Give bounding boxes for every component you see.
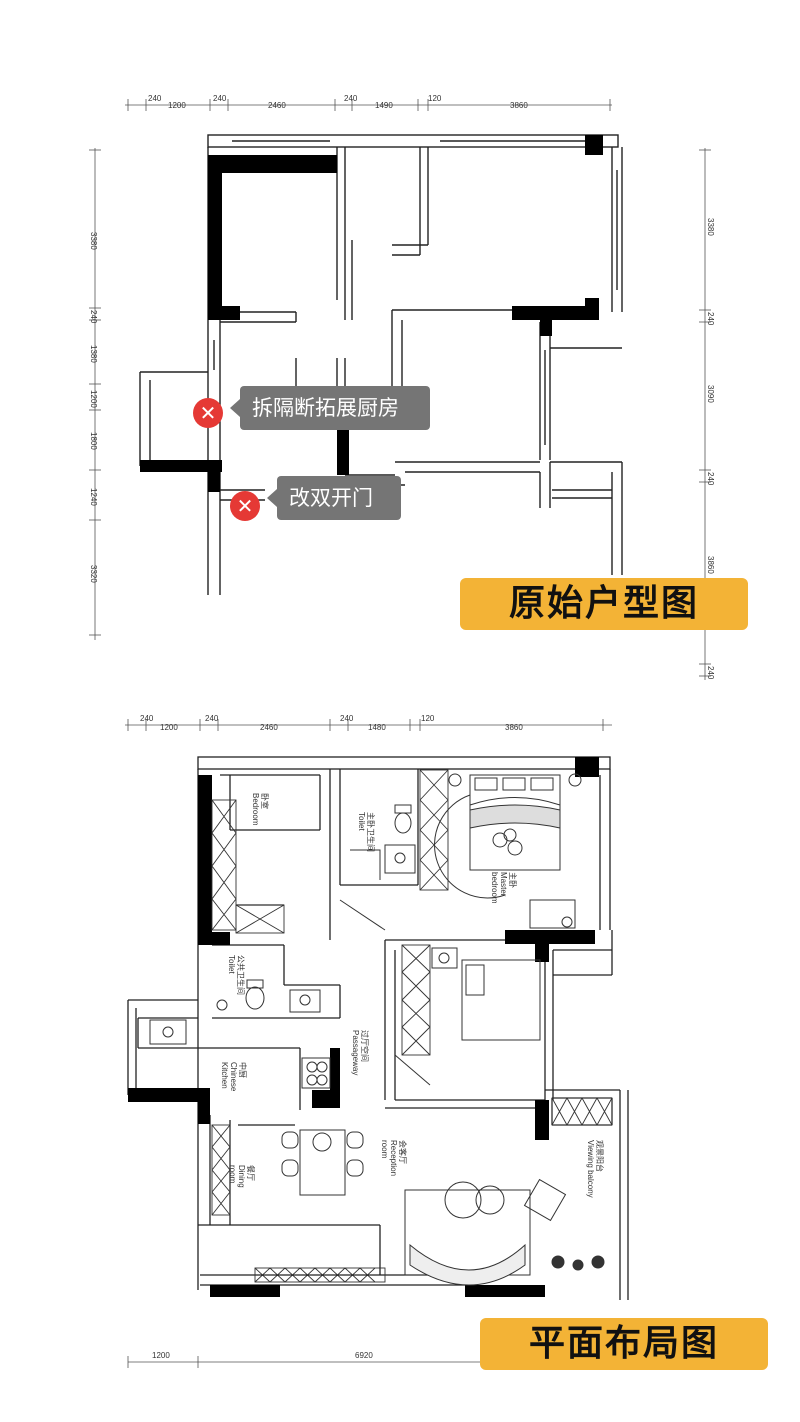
layout-plan-badge: 平面布局图: [480, 1318, 768, 1370]
svg-text:主卧: 主卧: [508, 872, 518, 888]
bottom-top-dim-8: 3860: [505, 723, 523, 732]
layout-plan-structural-walls: [128, 757, 599, 1297]
svg-text:Chinese: Chinese: [229, 1062, 238, 1092]
bottom-top-dim-3: 240: [205, 714, 219, 723]
bottom-top-dim-6: 1480: [368, 723, 386, 732]
remove-partition-x-icon: ✕: [193, 398, 223, 428]
top-dim-8: 3860: [510, 101, 528, 110]
top-dim-2: 1200: [168, 101, 186, 110]
svg-text:卧室: 卧室: [260, 793, 270, 809]
right-dim-2: 240: [706, 312, 715, 326]
bottom-dim-2: 6920: [355, 1351, 373, 1360]
svg-text:Reception: Reception: [389, 1140, 398, 1176]
bottom-top-dim-1: 240: [140, 714, 154, 723]
svg-text:Dining: Dining: [237, 1165, 246, 1188]
cabinet-hatching: [211, 769, 613, 1283]
svg-text:room: room: [228, 1165, 237, 1184]
bottom-top-dim-2: 1200: [160, 723, 178, 732]
original-plan-title: 原始户型图: [508, 583, 699, 624]
original-plan-badge: 原始户型图: [460, 578, 748, 630]
top-dimension-line: 240 1200 240 2460 240 1490 120 3860: [125, 94, 612, 111]
right-dim-6: 240: [706, 666, 715, 680]
svg-text:过厅空间: 过厅空间: [360, 1030, 370, 1062]
double-door-note-text: 改双开门: [289, 486, 373, 510]
label-public-toilet: 公共卫生间 Toilet: [227, 955, 246, 995]
bottom-top-dim-4: 2460: [260, 723, 278, 732]
label-bedroom: 卧室 Bedroom: [251, 793, 270, 826]
top-dim-5: 240: [344, 94, 358, 103]
bottom-top-dim-7: 120: [421, 714, 435, 723]
svg-text:会客厅: 会客厅: [398, 1140, 408, 1164]
bottom-top-dimension-line: 240 1200 240 2460 240 1480 120 3860: [125, 714, 612, 732]
original-plan-structural-walls: [140, 135, 603, 492]
top-dim-4: 2460: [268, 101, 286, 110]
top-dim-3: 240: [213, 94, 227, 103]
svg-text:公共卫生间: 公共卫生间: [236, 955, 246, 995]
label-viewing-balcony: 观景阳台 Viewing balcony: [586, 1140, 605, 1198]
left-dim-6: 1240: [89, 488, 98, 506]
left-dim-4: 1200: [89, 390, 98, 408]
label-dining: 餐厅 Dining room: [228, 1165, 255, 1188]
furniture: [149, 773, 605, 1286]
label-master-bedroom: 主卧 Master bedroom: [490, 872, 518, 904]
svg-text:Toilet: Toilet: [227, 955, 236, 974]
double-door-x-icon: ✕: [230, 491, 260, 521]
svg-text:room: room: [380, 1140, 389, 1159]
svg-text:Master: Master: [499, 872, 508, 897]
bottom-dimension-line: 1200 6920: [127, 1351, 520, 1368]
left-dim-1: 3380: [89, 232, 98, 250]
svg-text:Passageway: Passageway: [351, 1030, 360, 1075]
dining-table: [299, 1129, 346, 1196]
svg-text:观景阳台: 观景阳台: [595, 1140, 605, 1172]
right-dim-5: 3860: [706, 556, 715, 574]
second-bed: [461, 959, 541, 1041]
bottom-dim-1: 1200: [152, 1351, 170, 1360]
top-dim-6: 1490: [375, 101, 393, 110]
left-dim-2: 240: [89, 310, 98, 324]
room-labels: 卧室 Bedroom 主卧卫生间 Toilet 主卧 Master bedroo…: [220, 793, 605, 1198]
right-dim-1: 3380: [706, 218, 715, 236]
svg-text:Viewing balcony: Viewing balcony: [586, 1140, 595, 1198]
svg-text:Kitchen: Kitchen: [220, 1062, 229, 1089]
label-reception: 会客厅 Reception room: [380, 1140, 408, 1176]
top-dim-7: 120: [428, 94, 442, 103]
kitchen-expansion-note: 拆隔断拓展厨房: [230, 386, 430, 430]
svg-text:Toilet: Toilet: [357, 812, 366, 831]
right-dim-3: 3090: [706, 385, 715, 403]
top-dim-1: 240: [148, 94, 162, 103]
layout-plan-title: 平面布局图: [528, 1323, 719, 1364]
kitchen-expansion-note-text: 拆隔断拓展厨房: [252, 396, 399, 420]
svg-text:bedroom: bedroom: [490, 872, 499, 904]
label-passageway: 过厅空间 Passageway: [351, 1030, 370, 1075]
right-dim-4: 240: [706, 472, 715, 486]
label-master-toilet: 主卧卫生间 Toilet: [357, 812, 376, 852]
svg-text:Bedroom: Bedroom: [251, 793, 260, 826]
left-dim-3: 1380: [89, 345, 98, 363]
svg-text:主卧卫生间: 主卧卫生间: [366, 812, 376, 852]
label-kitchen: 中厨 Chinese Kitchen: [220, 1062, 248, 1092]
double-door-note: 改双开门: [267, 476, 401, 520]
bottom-top-dim-5: 240: [340, 714, 354, 723]
svg-text:中厨: 中厨: [238, 1062, 248, 1078]
left-dim-5: 1800: [89, 432, 98, 450]
left-dim-7: 3320: [89, 565, 98, 583]
svg-text:餐厅: 餐厅: [246, 1165, 255, 1181]
left-dimension-line: 3380 240 1380 1200 1800 1240 3320: [89, 148, 101, 640]
